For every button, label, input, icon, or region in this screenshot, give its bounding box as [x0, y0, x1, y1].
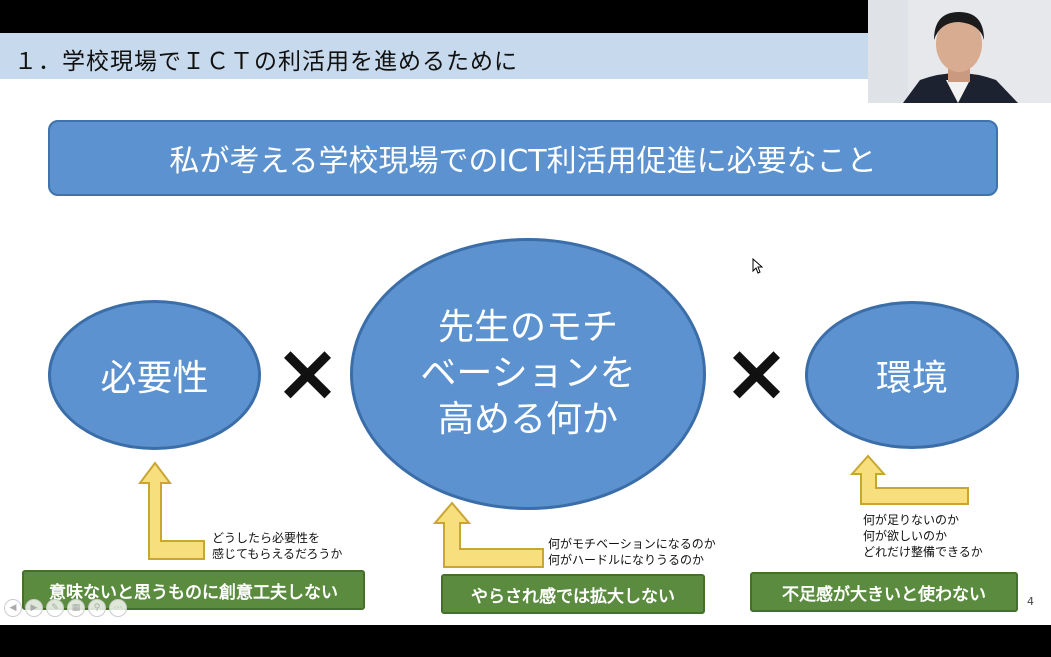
multiply-sign-2: × — [723, 326, 791, 419]
webcam-video — [868, 0, 1051, 103]
presenter-image — [868, 0, 1051, 103]
multiply-sign-1: × — [274, 326, 342, 419]
bent-arrow-center-icon — [433, 501, 544, 568]
ellipse-motivation: 先生のモチ ベーションを 高める何か — [350, 238, 706, 510]
pen-icon[interactable]: ✎ — [46, 599, 64, 617]
slide-number: 4 — [1027, 595, 1034, 608]
bent-arrow-left-icon — [138, 461, 205, 560]
play-icon[interactable]: ▶ — [25, 599, 43, 617]
ellipse-necessity-label: 必要性 — [100, 358, 209, 399]
note-center: 何がモチベーションになるのか 何がハードルになりうるのか — [548, 536, 716, 568]
note-right-line-1: 何が足りないのか — [863, 513, 960, 527]
slides-icon[interactable]: ▦ — [67, 599, 85, 617]
note-center-line-1: 何がモチベーションになるのか — [548, 537, 716, 551]
ellipse-motivation-line-2: ベーションを — [420, 353, 636, 394]
note-right-line-2: 何が欲しいのか — [863, 529, 948, 543]
ellipse-motivation-line-1: 先生のモチ — [437, 307, 618, 348]
note-left: どうしたら必要性を 感じてもらえるだろうか — [212, 530, 342, 562]
zoom-icon[interactable]: ⚲ — [88, 599, 106, 617]
ellipse-environment: 環境 — [805, 301, 1019, 449]
more-icon[interactable]: ⋯ — [109, 599, 127, 617]
prev-icon[interactable]: ◀ — [4, 599, 22, 617]
slide-title: １．学校現場でＩＣＴの利活用を進めるために — [14, 49, 518, 75]
box-center: やらされ感では拡大しない — [441, 574, 705, 614]
ellipse-motivation-line-3: 高める何か — [437, 399, 618, 440]
box-left: 意味ないと思うものに創意工夫しない — [22, 570, 365, 610]
note-left-line-2: 感じてもらえるだろうか — [212, 547, 343, 561]
ellipse-environment-label: 環境 — [875, 358, 948, 399]
box-right: 不足感が大きいと使わない — [750, 572, 1018, 612]
slide: １．学校現場でＩＣＴの利活用を進めるために 私が考える学校現場でのICT利活用促… — [0, 33, 1051, 625]
note-center-line-2: 何がハードルになりうるのか — [548, 553, 705, 567]
note-left-line-1: どうしたら必要性を — [212, 531, 321, 545]
presentation-controls: ◀ ▶ ✎ ▦ ⚲ ⋯ — [4, 599, 127, 617]
bent-arrow-right-icon — [850, 454, 969, 505]
banner-text: 私が考える学校現場でのICT利活用促進に必要なこと — [169, 144, 877, 179]
ellipse-necessity: 必要性 — [48, 300, 261, 450]
note-right-line-3: どれだけ整備できるか — [863, 545, 983, 559]
mouse-cursor-icon — [752, 258, 764, 274]
note-right: 何が足りないのか 何が欲しいのか どれだけ整備できるか — [863, 512, 983, 560]
banner: 私が考える学校現場でのICT利活用促進に必要なこと — [48, 120, 998, 196]
